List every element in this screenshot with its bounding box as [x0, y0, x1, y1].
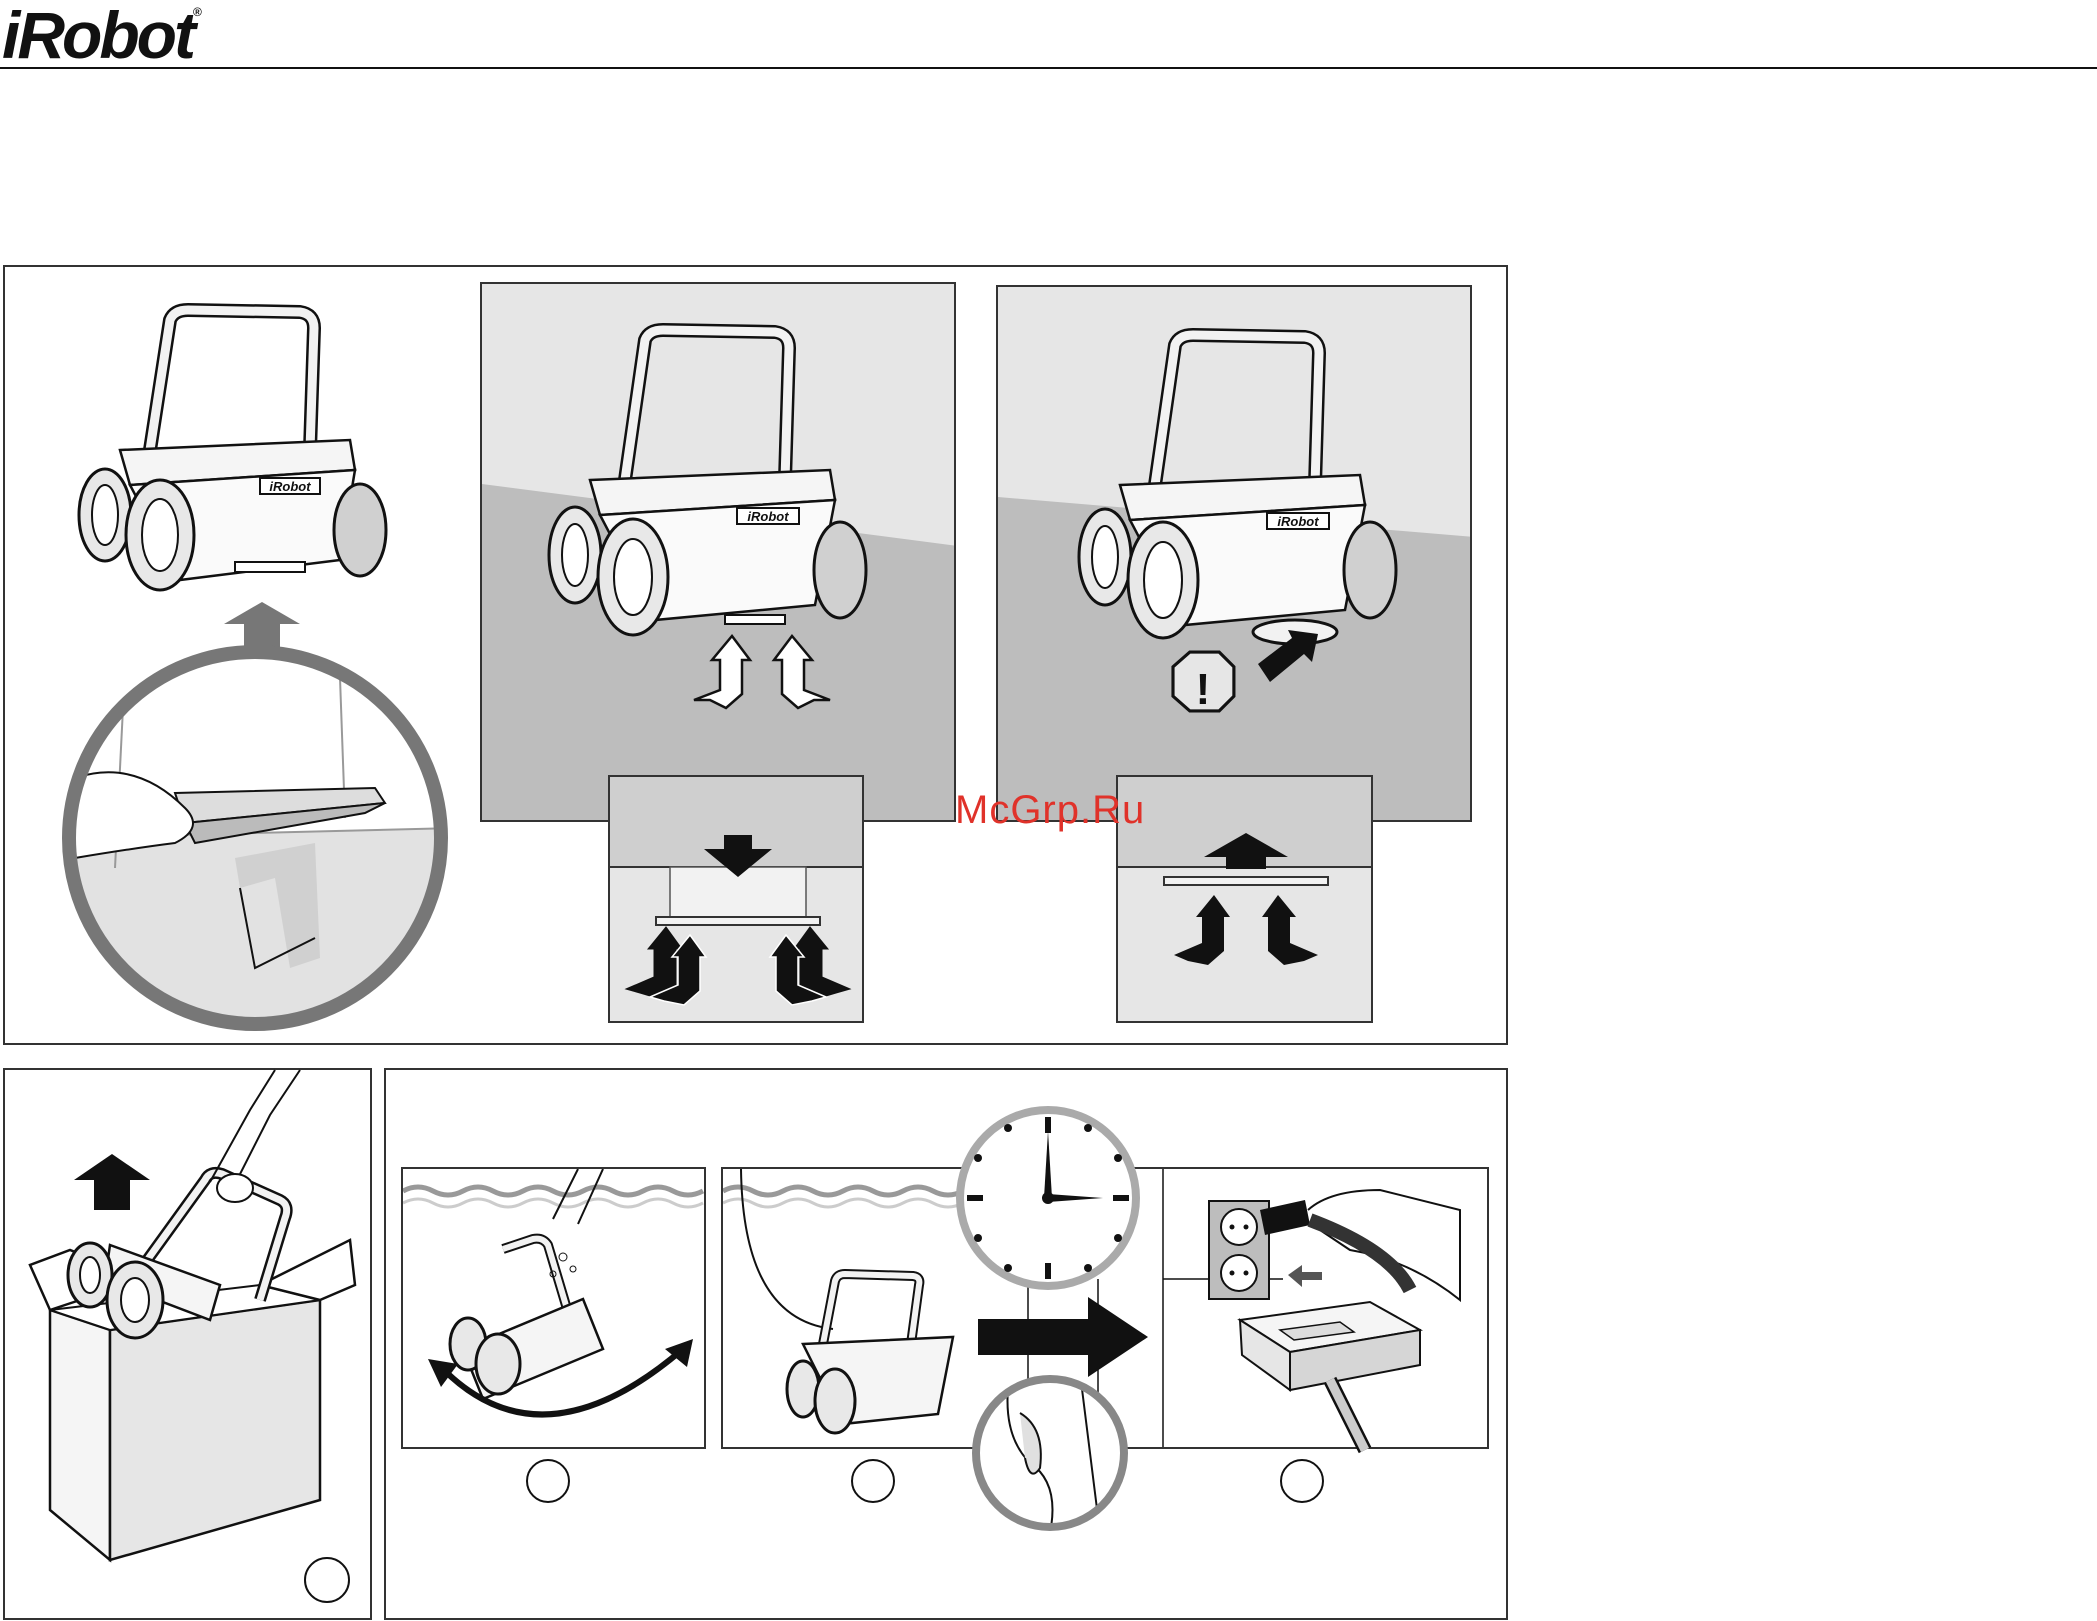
- robot-illustration-c: iRobot: [1075, 320, 1415, 650]
- robot-illustration-b: iRobot: [545, 315, 885, 645]
- plug-and-power-supply: [1230, 1180, 1490, 1450]
- robot-badge-a: iRobot: [269, 479, 311, 494]
- robot-badge-b: iRobot: [747, 509, 789, 524]
- header-rule: [0, 67, 2097, 69]
- robot-illustration-a: iRobot: [70, 300, 410, 600]
- filter-down-inset: [608, 775, 864, 1023]
- warning-icon: !: [1162, 628, 1322, 728]
- filter-detail-magnifier: [55, 638, 455, 1028]
- robot-badge-c: iRobot: [1277, 514, 1319, 529]
- watermark: McGrp.Ru: [955, 788, 1145, 833]
- step-marker-3: [1279, 1458, 1325, 1504]
- rinse-step-box: [401, 1167, 706, 1449]
- hose-detail-magnifier: [970, 1373, 1130, 1533]
- warning-symbol: !: [1196, 665, 1211, 714]
- arrow-up-icon: [72, 1152, 152, 1212]
- filter-up-inset: [1116, 775, 1373, 1023]
- clock-icon: [953, 1103, 1143, 1293]
- step-marker-2: [850, 1458, 896, 1504]
- step-marker-1: [525, 1458, 571, 1504]
- water-flow-arrows-b: [690, 630, 840, 710]
- brand-logo: iRobot®: [2, 2, 199, 68]
- unbox-illustration: [10, 1070, 370, 1570]
